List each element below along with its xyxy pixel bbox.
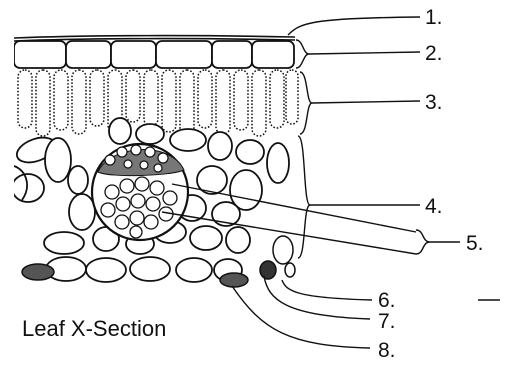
bracket-4 [298, 136, 310, 258]
leader-line-1 [288, 17, 420, 35]
leader-line-7 [264, 276, 370, 319]
leader-line-8 [232, 286, 370, 348]
bracket-3 [300, 72, 312, 134]
guard-cells [260, 236, 295, 279]
leader-line-2 [309, 52, 420, 54]
bracket-2 [296, 40, 309, 68]
upper-epidermis [14, 41, 294, 68]
number-labels: 1. 2. 3. 4. 5. 6. 7. 8. [378, 6, 484, 362]
lower-epidermis [46, 257, 242, 282]
label-5: 5. [466, 232, 484, 255]
label-3: 3. [425, 91, 443, 114]
label-2: 2. [425, 42, 443, 65]
leader-line-6 [282, 280, 372, 300]
vascular-bundle [92, 144, 188, 240]
leader-line-3 [312, 101, 420, 103]
label-4: 4. [425, 195, 443, 218]
label-1: 1. [425, 6, 443, 29]
label-8: 8. [378, 339, 396, 362]
diagram-caption: Leaf X-Section [22, 316, 166, 341]
leader-line-5a [172, 184, 416, 232]
label-6: 6. [378, 289, 396, 312]
label-7: 7. [378, 310, 396, 333]
bracket-5 [416, 230, 430, 254]
